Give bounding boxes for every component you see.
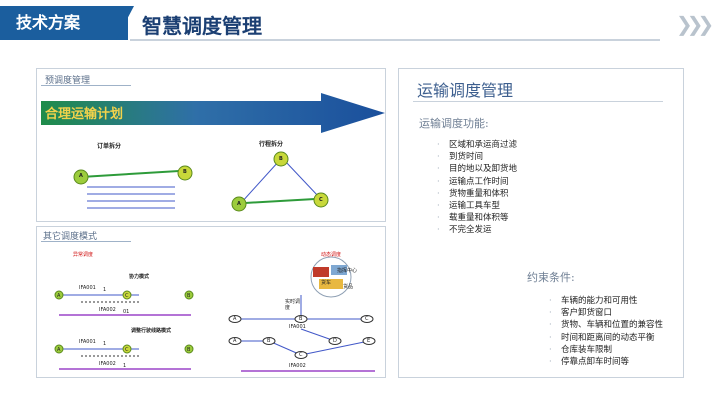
trip-split-diagram [231,151,329,212]
order-split-label: 订单拆分 [97,143,122,150]
mode2-label: 调整行驶线路模式 [131,328,172,334]
dynamic-truck-label: 货车 [321,280,332,286]
dynamic-row2-code: IFA002 [289,363,306,369]
transport-dispatch-panel: 运输调度管理 运输调度功能: ·区域和承运商过滤 ·到货时间 ·目的地以及卸货地… [398,68,684,378]
dynamic-dispatch-diagram [228,256,376,372]
dynamic-node-a1: A [233,316,237,322]
trip-split-label: 行程拆分 [259,141,284,148]
list-item: ·到货时间 [437,152,484,163]
trip-node-a: A [237,201,241,207]
list-item: ·停靠点卸车时间等 [549,357,630,368]
mode2-row1-code: IFA001 [79,339,96,345]
mode2-diagram [54,344,194,370]
plan-banner-text: 合理运输计划 [45,107,124,122]
dynamic-node-b2: B [267,338,271,344]
mode1-row1-code: IFA001 [79,285,96,291]
list-item: ·不完全发运 [437,225,492,236]
list-item: ·车辆的能力和可用性 [549,296,638,306]
mode2-node-b: B [187,347,191,353]
list-item: ·目的地以及卸货地 [437,164,518,175]
abnormal-dispatch-label: 异常调度 [73,252,94,258]
transport-dispatch-title: 运输调度管理 [417,81,514,100]
pre-dispatch-title: 预调度管理 [45,76,91,86]
constraints-heading: 约束条件: [527,271,575,284]
order-node-b: B [183,169,187,175]
list-item: ·载重量和体积等 [437,213,509,224]
next-chevrons-icon[interactable]: ❯❯❯ [676,12,714,36]
mode2-node-c: C [125,347,129,353]
section-tab[interactable]: 技术方案 [0,6,128,40]
list-item: ·客户卸货窗口 [549,308,613,319]
dynamic-info-bottom: 货品 [343,284,354,290]
mode1-row1-suffix: 1 [103,287,107,293]
trip-node-b: B [279,156,283,162]
dynamic-node-c1: C [365,316,369,322]
other-modes-panel: 其它调度模式 异常调度 动态调度 协力模式 IFA001 1 IFA002 01… [36,226,386,378]
mode1-node-b: B [187,293,191,299]
trip-node-c: C [319,197,323,203]
dynamic-node-b1: B [299,316,303,322]
mode1-row2-code: IFA002 [99,307,116,313]
constraints-list: ·车辆的能力和可用性 ·客户卸货窗口 ·货物、车辆和位置的兼容性 ·时间和距离间… [549,295,663,368]
page-title: 智慧调度管理 [142,14,262,38]
list-item: ·仓库装车限制 [549,344,613,355]
dynamic-dispatch-label: 动态调度 [321,252,342,258]
title-underline [41,241,131,242]
mode2-row1-suffix: 1 [103,341,107,347]
dynamic-realtime-label: 实时调度 [285,299,301,311]
order-node-a: A [79,173,83,179]
mode2-row2-code: IFA002 [99,361,116,367]
section-tab-notch [116,6,134,40]
list-item: ·运输工具车型 [437,201,501,212]
order-split-diagram [73,165,193,209]
dynamic-info-top: 指挥中心 [337,268,358,274]
dynamic-node-d2: D [333,338,337,344]
mode1-node-c: C [125,293,129,299]
list-item: ·时间和距离间的动态平衡 [549,332,655,343]
functions-heading: 运输调度功能: [419,117,489,130]
functions-list: ·区域和承运商过滤 ·到货时间 ·目的地以及卸货地 ·运输点工作时间 ·货物重量… [437,139,517,237]
title-underline [41,85,131,86]
other-modes-title: 其它调度模式 [43,232,98,242]
dynamic-node-e2: E [367,338,371,344]
header-divider [130,39,660,41]
title-underline [413,101,663,102]
list-item: ·货物重量和体积 [437,188,509,199]
mode1-node-a: A [57,293,61,299]
list-item: ·区域和承运商过滤 [437,140,518,150]
plan-banner-arrow [41,93,385,133]
list-item: ·运输点工作时间 [437,176,509,187]
mode1-diagram [54,290,194,316]
mode1-row2-suffix: 01 [123,309,130,315]
dynamic-node-c2: C [299,352,303,358]
pre-dispatch-panel: 预调度管理 合理运输计划 订单拆分 A B 行程拆分 B A [36,68,386,222]
dynamic-node-a2: A [233,338,237,344]
mode2-node-a: A [57,347,61,353]
mode2-row2-suffix: 1 [123,363,127,369]
mode1-label: 协力模式 [129,274,150,280]
list-item: ·货物、车辆和位置的兼容性 [549,320,664,331]
dynamic-row1-code: IFA001 [289,324,306,330]
